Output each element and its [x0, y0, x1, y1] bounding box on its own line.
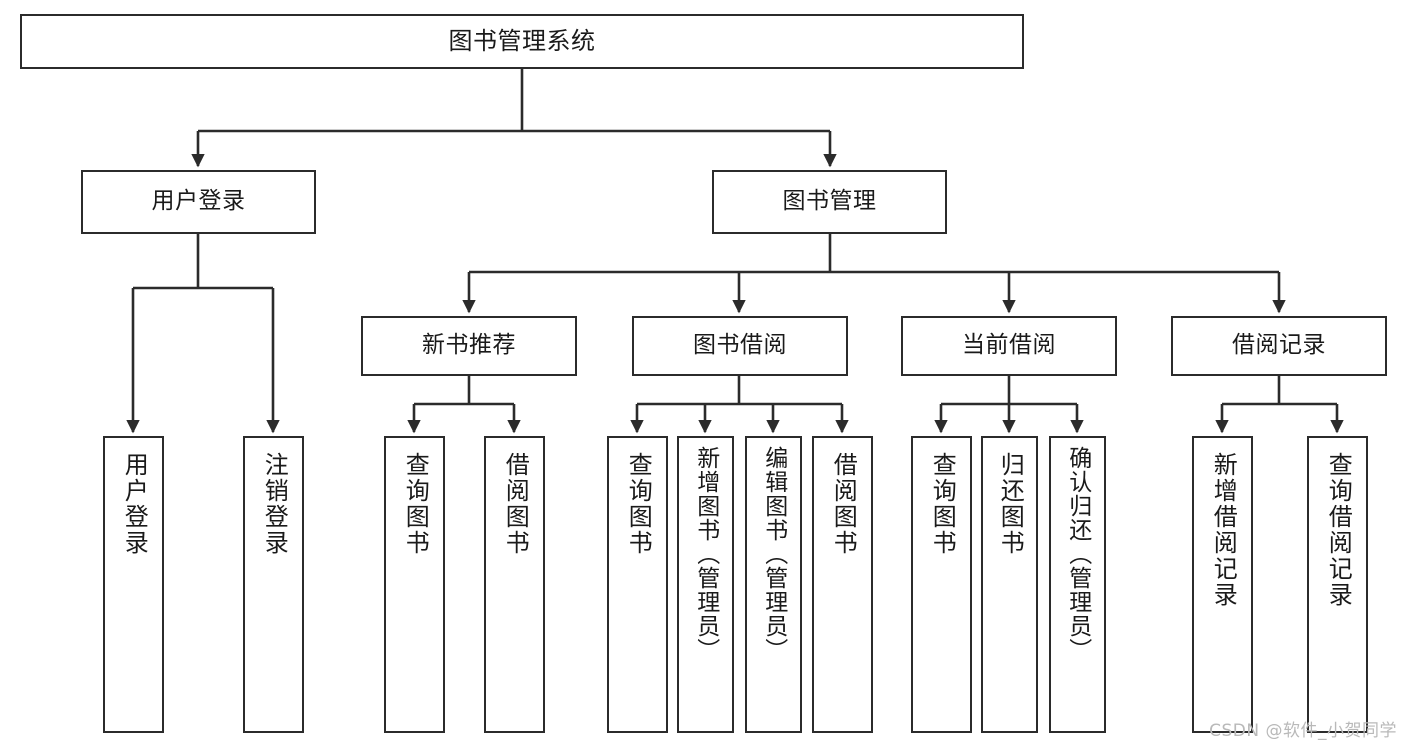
node-leaf-query-record-label: 查询借阅记录 [1324, 452, 1353, 608]
node-book-management[interactable]: 图书管理 [712, 170, 947, 234]
node-borrow-record-label: 借阅记录 [1232, 332, 1326, 359]
node-leaf-edit-book-label: 编辑图书（管理员） [760, 446, 787, 662]
node-leaf-add-record-label: 新增借阅记录 [1209, 452, 1238, 608]
node-user-login[interactable]: 用户登录 [81, 170, 316, 234]
node-leaf-query-book-3-label: 查询图书 [928, 452, 957, 556]
node-book-borrow[interactable]: 图书借阅 [632, 316, 848, 376]
node-leaf-add-book[interactable]: 新增图书（管理员） [677, 436, 734, 733]
node-current-borrow-label: 当前借阅 [962, 332, 1056, 359]
node-leaf-borrow-book-1[interactable]: 借阅图书 [484, 436, 545, 733]
node-borrow-record[interactable]: 借阅记录 [1171, 316, 1387, 376]
node-new-book-recommend-label: 新书推荐 [422, 332, 516, 359]
node-leaf-add-book-label: 新增图书（管理员） [692, 446, 719, 662]
node-leaf-query-book-1-label: 查询图书 [401, 452, 430, 556]
node-leaf-query-book-2[interactable]: 查询图书 [607, 436, 668, 733]
node-current-borrow[interactable]: 当前借阅 [901, 316, 1117, 376]
node-leaf-borrow-book-1-label: 借阅图书 [501, 452, 530, 556]
node-leaf-return-book-label: 归还图书 [996, 452, 1025, 556]
node-leaf-query-record[interactable]: 查询借阅记录 [1307, 436, 1368, 733]
node-leaf-borrow-book-2-label: 借阅图书 [829, 452, 858, 556]
node-leaf-user-login-label: 用户登录 [120, 452, 149, 556]
node-leaf-logout-login-label: 注销登录 [260, 452, 289, 556]
node-user-login-label: 用户登录 [151, 188, 246, 215]
node-leaf-borrow-book-2[interactable]: 借阅图书 [812, 436, 873, 733]
node-leaf-user-login[interactable]: 用户登录 [103, 436, 164, 733]
csdn-watermark: CSDN @软件_小贺同学 [1209, 721, 1397, 741]
node-book-management-label: 图书管理 [782, 188, 877, 215]
node-leaf-add-record[interactable]: 新增借阅记录 [1192, 436, 1253, 733]
node-leaf-confirm-return[interactable]: 确认归还（管理员） [1049, 436, 1106, 733]
node-leaf-return-book[interactable]: 归还图书 [981, 436, 1038, 733]
node-leaf-logout-login[interactable]: 注销登录 [243, 436, 304, 733]
node-leaf-edit-book[interactable]: 编辑图书（管理员） [745, 436, 802, 733]
node-root-system-label: 图书管理系统 [448, 27, 596, 56]
node-leaf-query-book-1[interactable]: 查询图书 [384, 436, 445, 733]
node-root-system[interactable]: 图书管理系统 [20, 14, 1024, 69]
node-leaf-query-book-3[interactable]: 查询图书 [911, 436, 972, 733]
node-leaf-query-book-2-label: 查询图书 [624, 452, 653, 556]
node-book-borrow-label: 图书借阅 [693, 332, 787, 359]
node-leaf-confirm-return-label: 确认归还（管理员） [1064, 446, 1091, 662]
node-new-book-recommend[interactable]: 新书推荐 [361, 316, 577, 376]
